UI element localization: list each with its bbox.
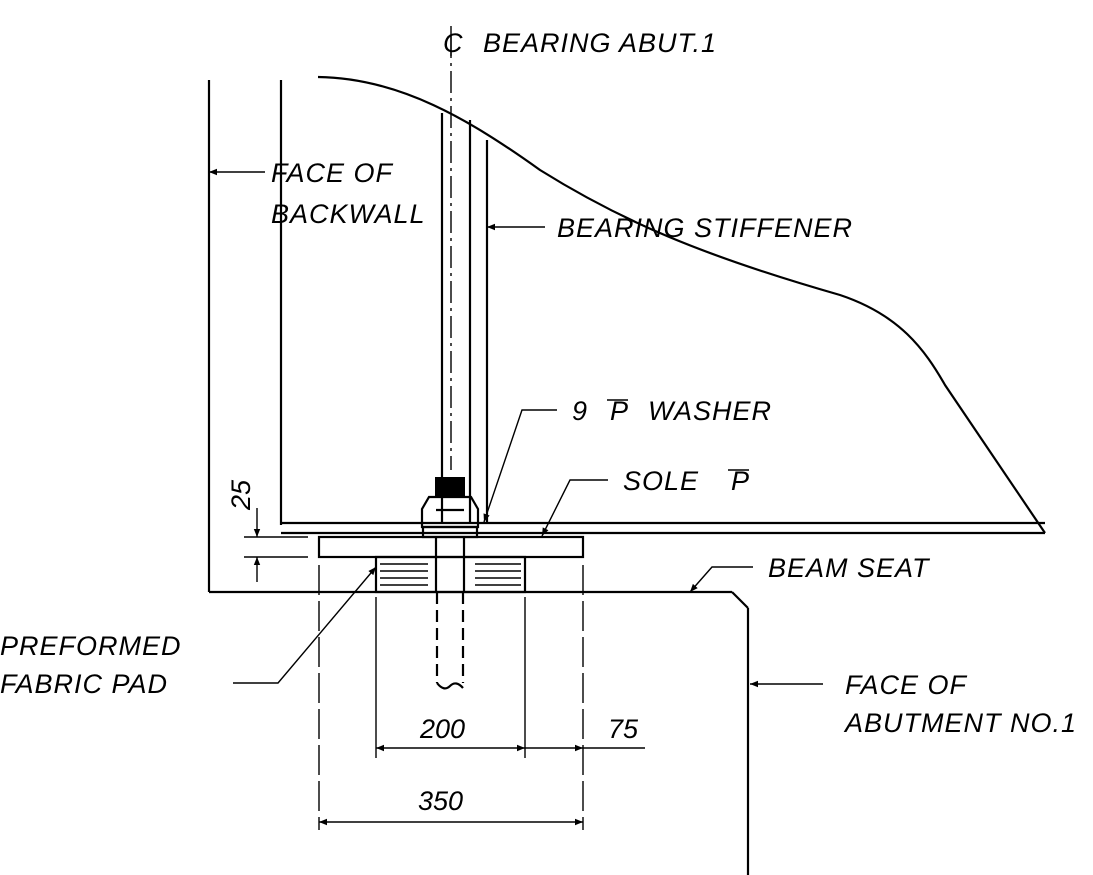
sole-plate: [317, 535, 585, 559]
sole-text: SOLE: [623, 466, 699, 496]
fabric-pad: [374, 555, 527, 594]
fabric-pad-callout: PREFORMED FABRIC PAD: [0, 566, 377, 699]
beam-seat-text: BEAM SEAT: [768, 553, 931, 583]
pad-line2: FABRIC PAD: [0, 669, 168, 699]
dim-350: 350: [319, 786, 583, 826]
face-abutment-line1: FACE OF: [845, 670, 968, 700]
face-abutment-line2: ABUTMENT NO.1: [843, 708, 1077, 738]
pad-line1: PREFORMED: [0, 631, 182, 661]
dim-75-text: 75: [608, 714, 639, 744]
bearing-stiffener-callout: BEARING STIFFENER: [487, 213, 853, 243]
dim-200-text: 200: [419, 714, 465, 744]
dim-25-text: 25: [226, 479, 256, 511]
face-of-backwall-callout: FACE OF BACKWALL: [209, 158, 426, 229]
sole-plate-callout: SOLE P: [541, 466, 750, 537]
washer-text: WASHER: [648, 396, 772, 426]
washer-plate-symbol: P: [610, 396, 629, 426]
bearing-stiffener-text: BEARING STIFFENER: [557, 213, 853, 243]
washer-callout: 9 P WASHER: [483, 396, 772, 523]
sole-plate-symbol: P: [731, 466, 750, 496]
dim-75: 75: [525, 714, 645, 752]
anchor-bolt: [434, 537, 466, 690]
girder-outline-curve: [317, 75, 1046, 534]
cl-bearing-text: BEARING ABUT.1: [483, 28, 717, 58]
centerline-label: C BEARING ABUT.1: [443, 26, 717, 58]
dim-350-text: 350: [418, 786, 463, 816]
bearing-stiffener: [440, 113, 489, 523]
beam-seat: [209, 590, 750, 875]
dim-extension-lines: [318, 565, 584, 830]
dim-25: 25: [226, 479, 308, 582]
beam-seat-callout: BEAM SEAT: [689, 553, 931, 593]
cl-symbol: C: [443, 28, 464, 58]
face-of-abutment-callout: FACE OF ABUTMENT NO.1: [750, 670, 1077, 738]
girder-bottom-flange: [281, 521, 1045, 535]
backwall: [207, 80, 283, 592]
dim-200: 200: [376, 714, 525, 752]
face-backwall-line2: BACKWALL: [271, 199, 426, 229]
washer-number: 9: [572, 396, 588, 426]
face-backwall-line1: FACE OF: [271, 158, 394, 188]
